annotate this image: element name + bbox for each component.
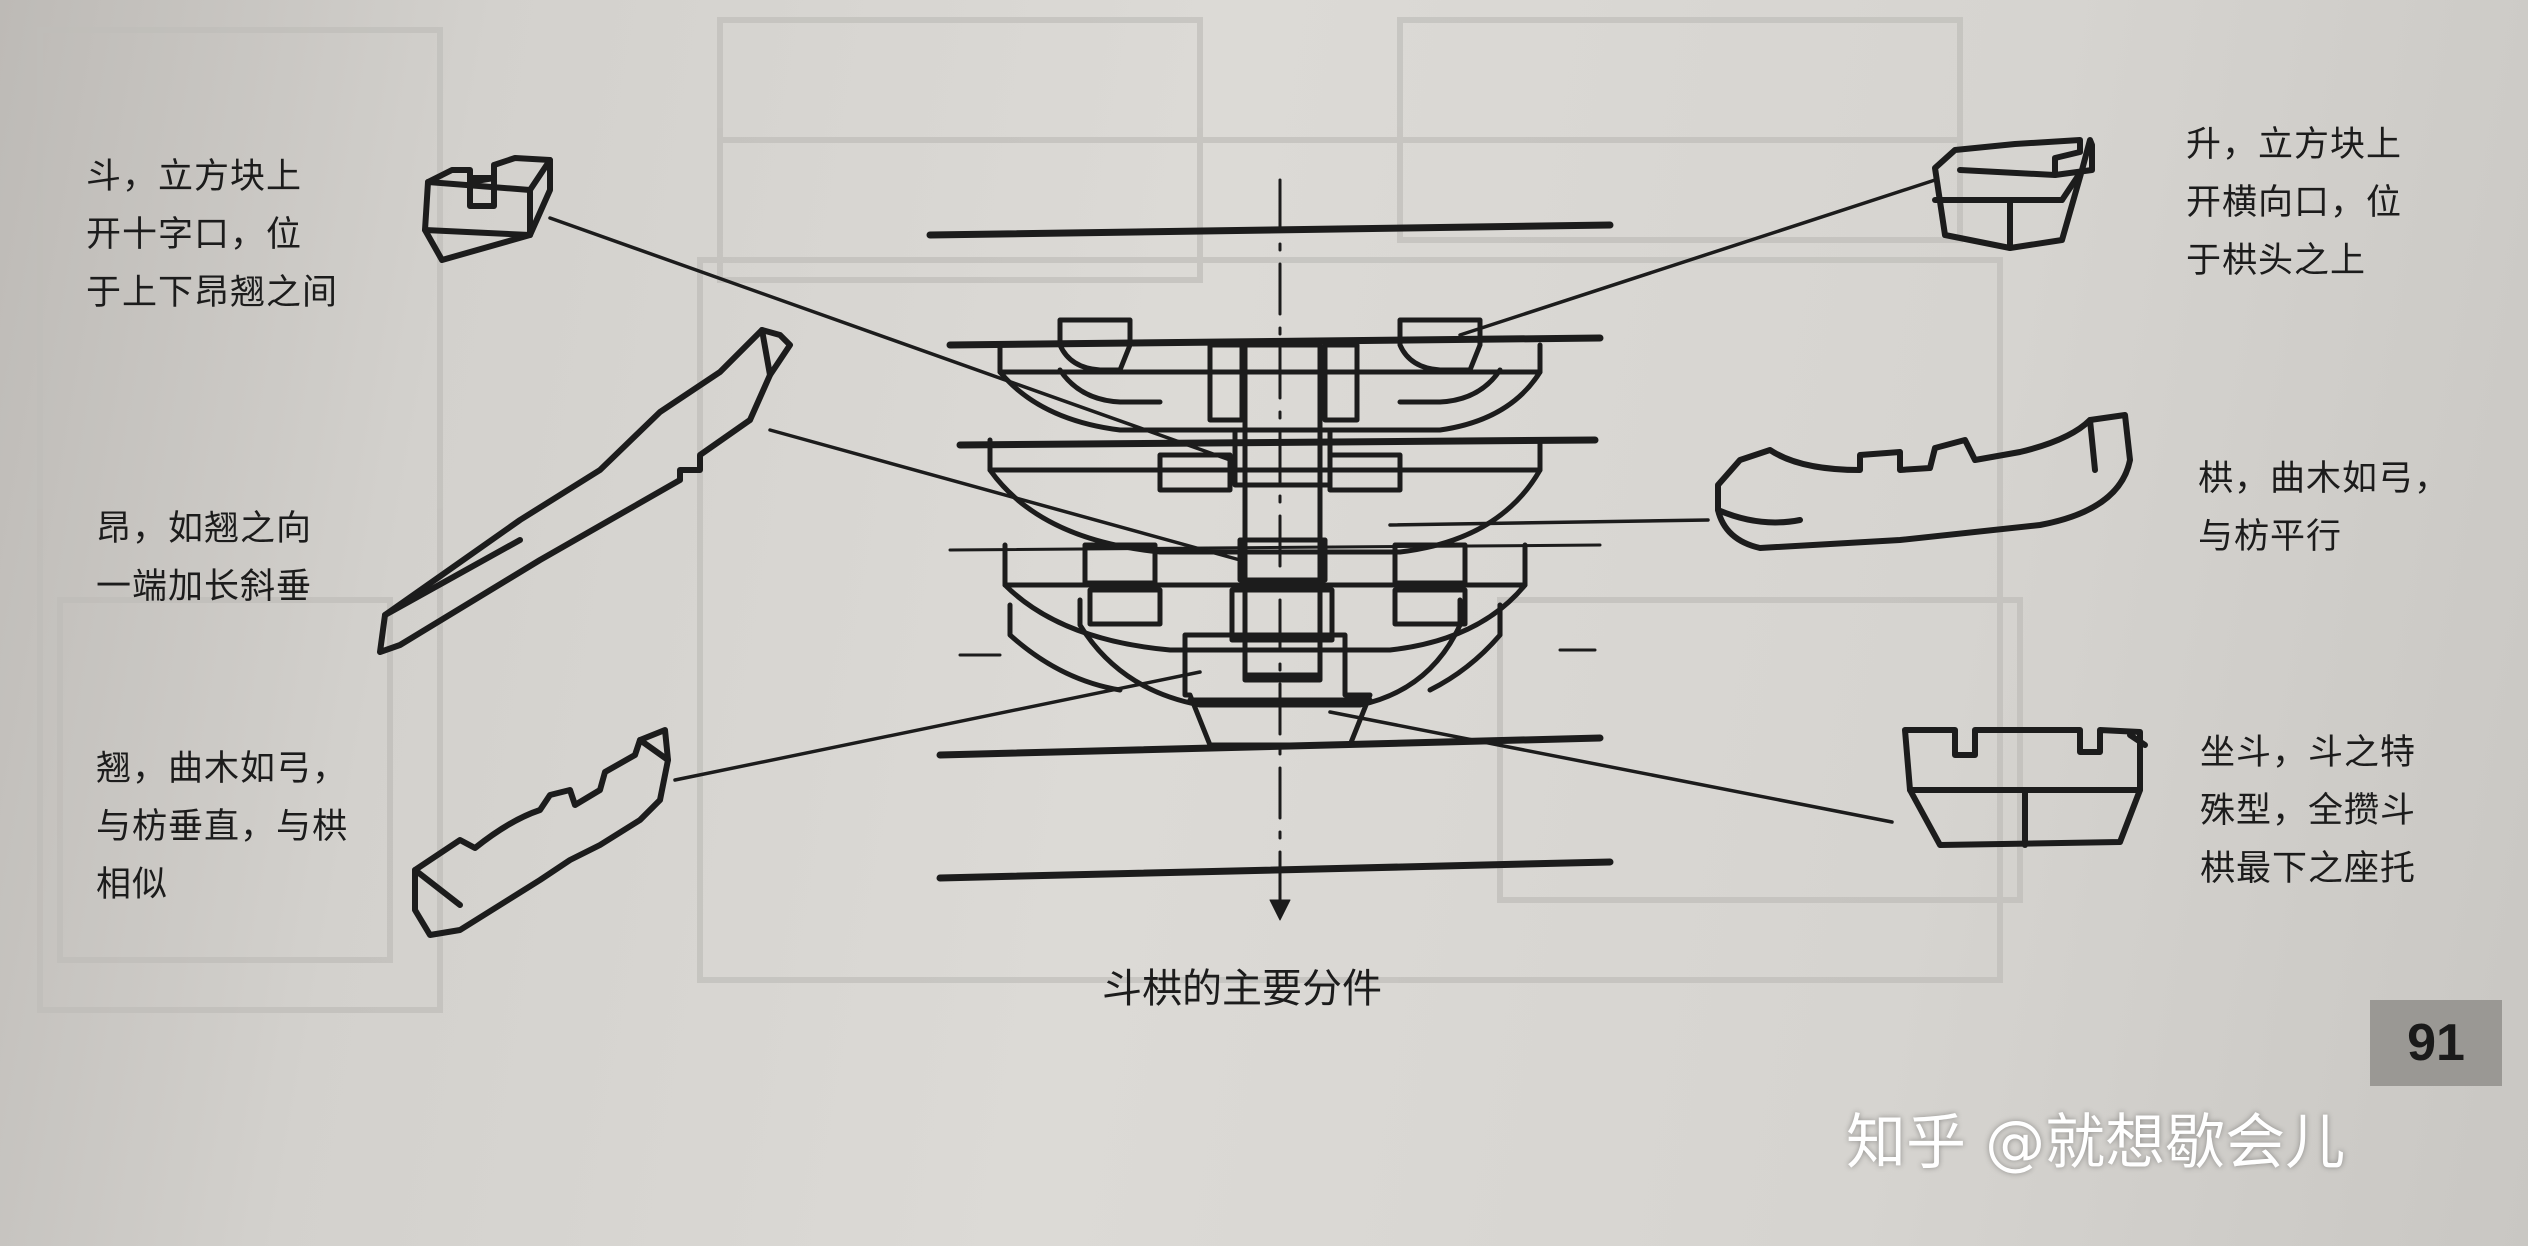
callout-qiao-line: 翘，曲木如弓， <box>96 749 349 789</box>
callout-gong-line: 栱，曲木如弓， <box>2198 459 2451 499</box>
zuodou-drawing <box>1902 727 2148 848</box>
callout-qiao: 翘，曲木如弓， 与枋垂直，与栱 相似 <box>96 740 348 914</box>
callout-ang: 昂，如翘之向 一端加长斜垂 <box>96 500 312 616</box>
bracket-set <box>987 317 1543 748</box>
callout-sheng: 升，立方块上 开横向口，位 于栱头之上 <box>2186 116 2402 290</box>
callout-sheng-line: 升，立方块上 <box>2186 125 2403 165</box>
callout-zuodou-line: 栱最下之座托 <box>2200 849 2417 889</box>
callout-sheng-line: 于栱头之上 <box>2186 241 2367 281</box>
leader-lines <box>548 178 1937 824</box>
callout-gong-line: 与枋平行 <box>2198 517 2343 557</box>
callout-zuodou-line: 坐斗，斗之特 <box>2200 733 2417 773</box>
sheng-block-drawing <box>1932 137 2095 251</box>
ang-drawing <box>377 327 793 655</box>
callout-ang-line: 昂，如翘之向 <box>96 509 313 549</box>
beam-lines-thin <box>948 543 1602 657</box>
qiao-drawing <box>412 727 671 938</box>
dou-block-drawing <box>422 155 553 263</box>
gong-drawing <box>1715 412 2133 551</box>
callout-ang-line: 一端加长斜垂 <box>96 567 313 607</box>
callout-dou-line: 开十字口，位 <box>86 215 303 255</box>
callout-dou-line: 于上下昂翘之间 <box>86 273 339 313</box>
callout-qiao-line: 相似 <box>96 865 169 905</box>
page-number: 91 <box>2370 1000 2502 1086</box>
callout-zuodou: 坐斗，斗之特 殊型，全攒斗 栱最下之座托 <box>2200 724 2416 898</box>
callout-gong: 栱，曲木如弓， 与枋平行 <box>2198 450 2450 566</box>
callout-dou: 斗，立方块上 开十字口，位 于上下昂翘之间 <box>86 148 338 322</box>
figure-title: 斗栱的主要分件 <box>1102 966 1382 1012</box>
watermark: 知乎 @就想歇会儿 <box>1846 1108 2346 1178</box>
callout-zuodou-line: 殊型，全攒斗 <box>2200 791 2417 831</box>
callout-qiao-line: 与枋垂直，与栱 <box>96 807 349 847</box>
callout-dou-line: 斗，立方块上 <box>86 157 303 197</box>
callout-sheng-line: 开横向口，位 <box>2186 183 2403 223</box>
